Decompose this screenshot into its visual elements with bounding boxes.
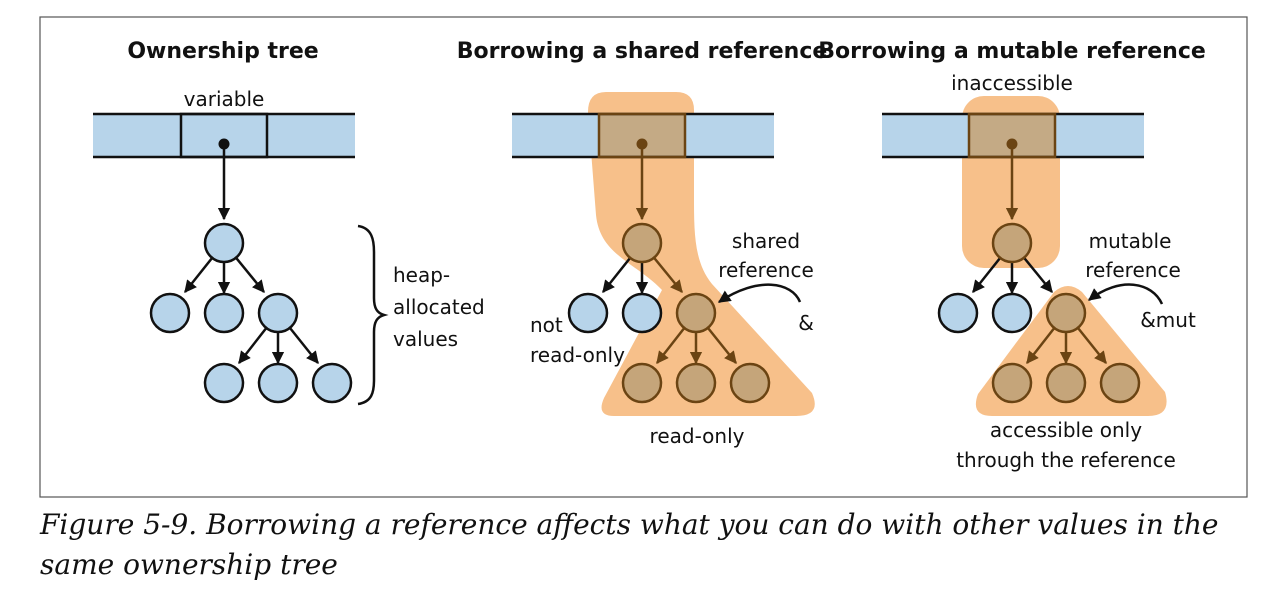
tree-node <box>203 292 245 334</box>
reference-label-2: reference <box>1085 258 1181 282</box>
tree-node-borrowed <box>1099 362 1141 404</box>
reference-label-1: mutable <box>1089 229 1172 253</box>
bracket-label-1: heap- <box>393 263 450 287</box>
readonly-label: read-only <box>650 424 745 448</box>
accessible-label-1: accessible only <box>990 418 1142 442</box>
tree-node <box>567 292 609 334</box>
panel-title: Borrowing a shared reference <box>457 39 828 64</box>
tree-node-borrowed <box>991 362 1033 404</box>
reference-symbol: &mut <box>1140 308 1196 332</box>
tree-node-borrowed <box>675 362 717 404</box>
bracket-label-2: allocated <box>393 295 485 319</box>
tree-node-borrowed <box>621 362 663 404</box>
reference-label-1: shared <box>732 229 800 253</box>
tree-node <box>257 362 299 404</box>
figure-caption: Figure 5-9. Borrowing a reference affect… <box>40 508 1219 581</box>
tree-node <box>311 362 353 404</box>
reference-symbol: & <box>798 311 814 335</box>
panel-shared-reference: Borrowing a shared reference <box>457 39 828 448</box>
tree-node-borrowed <box>991 222 1033 264</box>
shared-borrow-highlight <box>588 92 815 416</box>
tree-node <box>991 292 1033 334</box>
brace <box>357 224 389 406</box>
not-readonly-label-1: not <box>530 313 563 337</box>
tree-node <box>257 292 299 334</box>
tree-node-borrowed <box>1045 362 1087 404</box>
tree-node-borrowed <box>621 222 663 264</box>
tree-node-borrowed <box>1045 292 1087 334</box>
tree-node <box>203 222 245 264</box>
panel-mutable-reference: Borrowing a mutable reference inaccessib… <box>818 39 1206 472</box>
tree-node-borrowed <box>729 362 771 404</box>
tree-node <box>621 292 663 334</box>
variable-label: variable <box>184 87 265 111</box>
panel-ownership-tree: Ownership tree variable <box>93 39 485 406</box>
tree-node-borrowed <box>675 292 717 334</box>
accessible-label-2: through the reference <box>956 448 1176 472</box>
tree-node <box>937 292 979 334</box>
tree-node <box>149 292 191 334</box>
reference-label-2: reference <box>718 258 814 282</box>
inaccessible-label: inaccessible <box>951 71 1073 95</box>
ownership-diagram: Ownership tree variable <box>39 16 1248 498</box>
panel-title: Ownership tree <box>127 39 318 64</box>
not-readonly-label-2: read-only <box>530 343 625 367</box>
panel-title: Borrowing a mutable reference <box>818 39 1206 64</box>
tree-node <box>203 362 245 404</box>
bracket-label-3: values <box>393 327 458 351</box>
